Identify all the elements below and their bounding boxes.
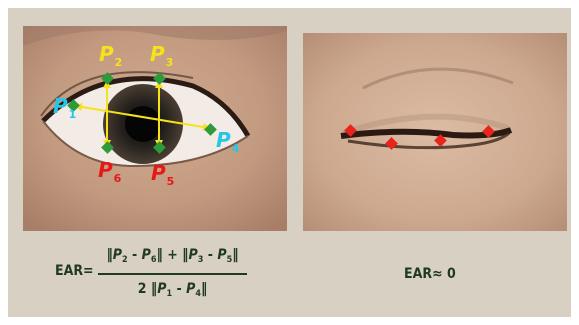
closed-marker-4 [482, 125, 495, 138]
closed-eye-ear-value: EAR≈ 0 [404, 266, 456, 282]
formula-fraction: ‖P2 - P6‖ + ‖P3 - P5‖ 2 ‖P1 - P4‖ [95, 247, 250, 309]
formula-numerator: ‖P2 - P6‖ + ‖P3 - P5‖ [95, 247, 250, 263]
formula-denominator: 2 ‖P1 - P4‖ [95, 281, 250, 297]
closed-marker-3 [434, 134, 447, 147]
formula-lhs: EAR= [55, 263, 94, 279]
closed-marker-2 [385, 137, 398, 150]
fraction-line [98, 273, 247, 275]
closed-marker-1 [344, 124, 357, 137]
